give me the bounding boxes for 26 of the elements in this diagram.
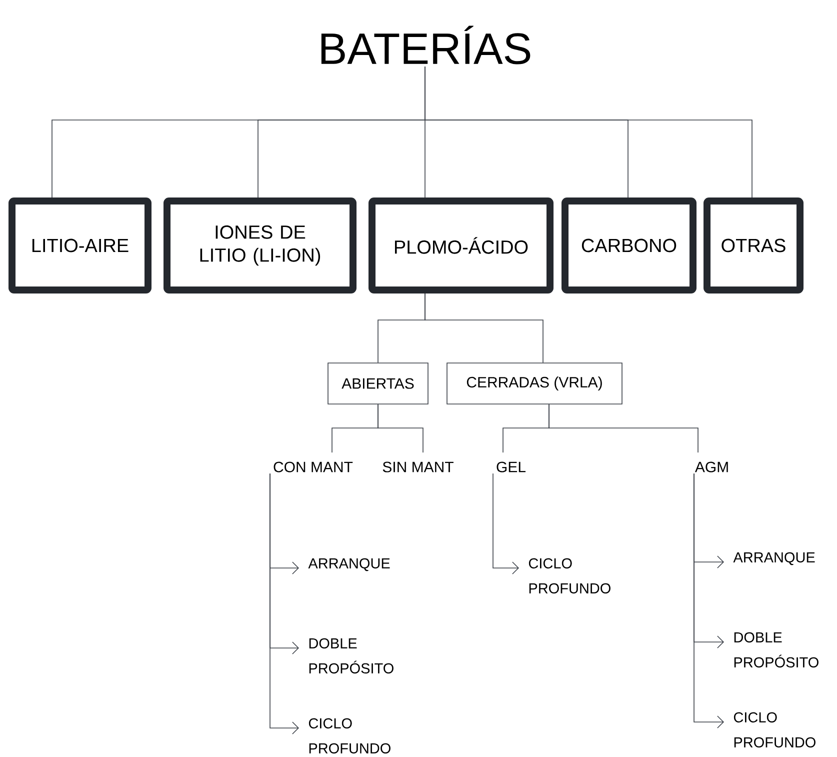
- category-box: LITIO-AIRE: [8, 198, 152, 294]
- subtype-label: AGM: [694, 462, 728, 472]
- title: BATERÍAS: [321, 26, 530, 64]
- use-label: ARRANQUE: [733, 552, 815, 566]
- type-box: ABIERTAS: [328, 362, 428, 404]
- connector: [694, 473, 724, 728]
- connector: [424, 293, 544, 363]
- use-label: CICLO PROFUNDO: [308, 718, 390, 754]
- subtype-label: CON MANT: [274, 462, 353, 472]
- subtype-label: SIN MANT: [382, 462, 454, 472]
- connector: [424, 66, 752, 198]
- connector: [548, 404, 698, 453]
- category-box: PLOMO-ÁCIDO: [368, 198, 554, 294]
- use-label: CICLO PROFUNDO: [528, 558, 610, 594]
- use-label: ARRANQUE: [308, 558, 390, 572]
- subtype-label: GEL: [496, 462, 526, 472]
- use-label: DOBLE PROPÓSITO: [309, 638, 394, 674]
- use-label: DOBLE PROPÓSITO: [734, 632, 818, 668]
- category-box: CARBONO: [562, 198, 696, 294]
- connector: [270, 473, 299, 734]
- use-label: CICLO PROFUNDO: [734, 712, 816, 748]
- category-box: OTRAS: [704, 198, 804, 294]
- connector: [492, 473, 520, 574]
- type-box: CERRADAS (VRLA): [446, 362, 622, 404]
- connector: [378, 404, 424, 453]
- category-box: IONES DE LITIO (LI-ION): [164, 198, 356, 294]
